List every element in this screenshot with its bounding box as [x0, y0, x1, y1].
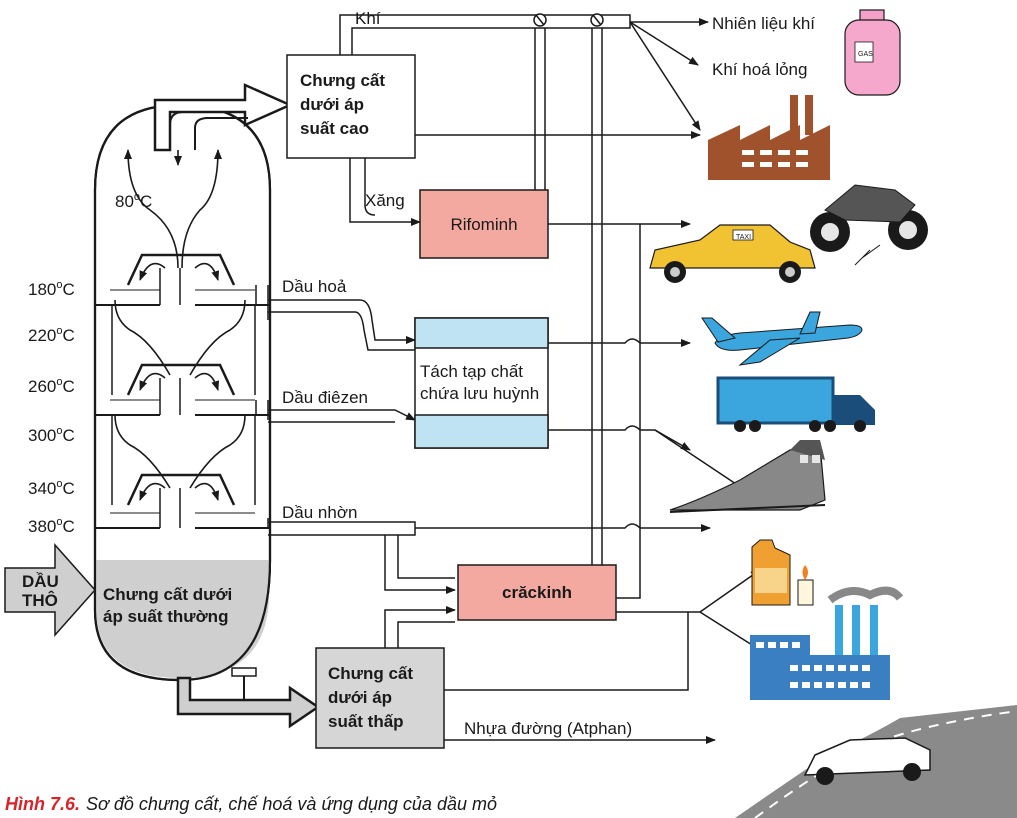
motorbike-icon [810, 184, 928, 266]
crude-label-2: THÔ [22, 591, 58, 610]
lp-label-3: suất thấp [328, 712, 404, 731]
cracking-box: crăckinh [457, 564, 617, 621]
cracking-label: crăckinh [502, 583, 572, 602]
crude-label-1: DẦU [22, 572, 59, 591]
reforming-box: Rifominh [419, 189, 549, 259]
stream-kerosene: Dầu hoả [282, 277, 347, 296]
temp-80: 80oC [115, 191, 152, 211]
gas-line [339, 13, 709, 565]
truck-icon [716, 376, 875, 432]
lp-links [384, 606, 716, 744]
stream-gasoline: Xăng [365, 191, 405, 210]
desulfur-label-2: chứa lưu huỳnh [420, 384, 539, 403]
stream-gas: Khí [355, 9, 381, 28]
temp-220: 220oC [28, 325, 75, 345]
temperature-labels: 80oC 180oC 220oC 260oC 300oC 340oC 380oC [28, 191, 152, 536]
stream-lube: Dầu nhờn [282, 503, 357, 522]
product-fuel-gas: Nhiên liệu khí [712, 14, 815, 33]
crude-oil-input: DẦU THÔ [4, 543, 97, 637]
reforming-label: Rifominh [450, 215, 517, 234]
hp-label-1: Chưng cất [300, 71, 385, 90]
desulfur-label-1: Tách tạp chất [420, 362, 523, 381]
diesel-line [255, 400, 416, 423]
kerosene-line [255, 285, 416, 351]
industrial-plant-icon [750, 586, 904, 700]
column-label-1: Chưng cất dưới [103, 585, 232, 604]
train-icon [669, 440, 826, 513]
low-pressure-distillation-box: Chưng cất dưới áp suất thấp [315, 647, 445, 749]
temp-260: 260oC [28, 376, 75, 396]
temp-180: 180oC [28, 279, 75, 299]
top-vapour-return [194, 117, 248, 150]
convertible-car-icon [803, 737, 931, 785]
column-label-2: áp suất thường [103, 607, 228, 626]
column-trays [96, 253, 269, 529]
stream-diesel: Dầu điêzen [282, 388, 368, 407]
desulfurization-box: Tách tạp chất chứa lưu huỳnh [414, 317, 549, 449]
svg-text:GAS: GAS [858, 51, 873, 58]
lp-label-1: Chưng cất [328, 664, 413, 683]
high-pressure-distillation-box: Chưng cất dưới áp suất cao [286, 54, 416, 159]
cracking-links [616, 224, 761, 651]
gasoline-line [349, 158, 421, 226]
stream-asphalt: Nhựa đường (Atphan) [464, 719, 632, 738]
taxi-icon: TAXI [649, 224, 816, 283]
lp-label-2: dưới áp [328, 688, 392, 707]
temp-340: 340oC [28, 478, 75, 498]
bottom-residue-pipe [176, 667, 321, 729]
temp-380: 380oC [28, 516, 75, 536]
factory-icon [708, 95, 830, 180]
airplane-icon [701, 311, 863, 366]
hp-label-2: dưới áp [300, 95, 364, 114]
candle-icon [797, 565, 814, 606]
svg-text:TAXI: TAXI [736, 234, 751, 241]
lube-oil-bottle-icon [751, 539, 791, 606]
distillation-column [93, 103, 272, 682]
product-lpg: Khí hoá lỏng [712, 60, 807, 79]
temp-300: 300oC [28, 425, 75, 445]
figure-caption: Hình 7.6.Sơ đồ chưng cất, chế hoá và ứng… [5, 794, 497, 814]
vapour-flow-arrows [114, 149, 246, 501]
gas-cylinder-icon: GAS [844, 9, 901, 96]
hp-label-3: suất cao [300, 119, 369, 138]
